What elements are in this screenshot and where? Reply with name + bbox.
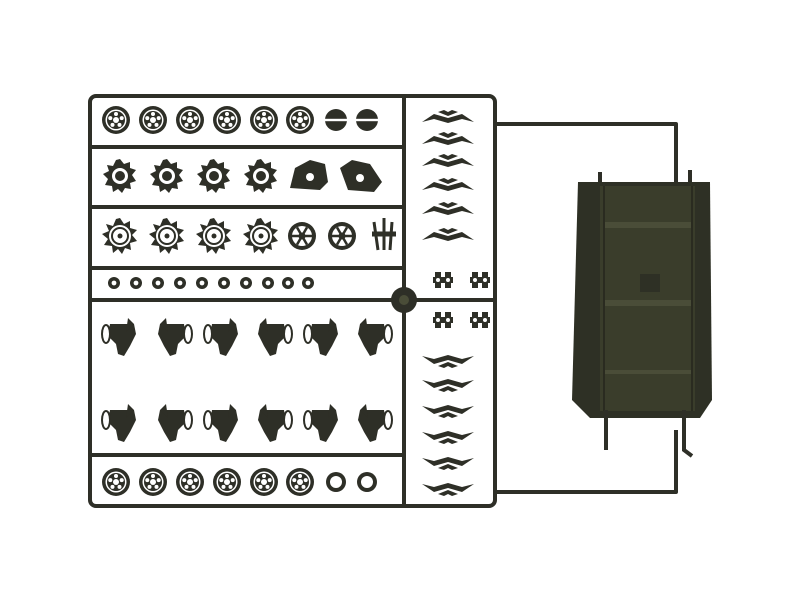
road-wheels-bottom xyxy=(102,468,377,496)
sprockets-row-2 xyxy=(101,217,396,255)
suspension-arms-top xyxy=(101,317,393,357)
center-hub xyxy=(391,287,417,313)
track-links-bottom xyxy=(422,355,474,496)
sprue-frame xyxy=(88,94,692,508)
sprockets-row-1 xyxy=(103,159,382,193)
track-links-top xyxy=(422,110,474,241)
tiny-wheels xyxy=(108,277,314,289)
road-wheels-top xyxy=(102,106,378,134)
suspension-arms-bottom xyxy=(101,403,393,443)
hull-part xyxy=(572,182,712,458)
